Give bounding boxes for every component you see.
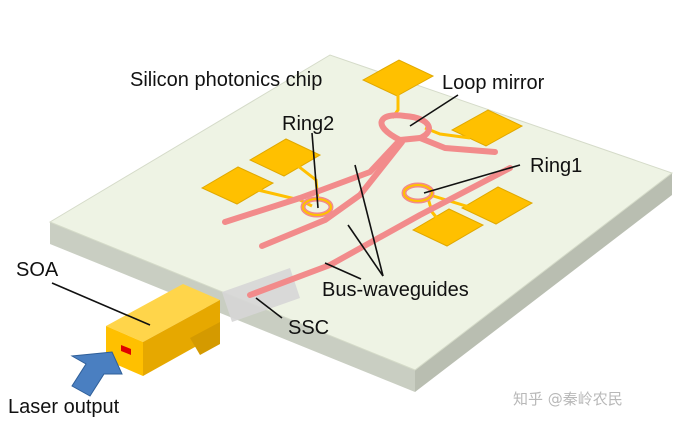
laser-window: [121, 345, 131, 355]
leader-ssc: [255, 297, 283, 319]
leader-loop-mirror: [409, 94, 459, 127]
waveguide-right-branch: [417, 135, 498, 155]
leader-lines: [51, 94, 521, 326]
soa-right-side: [143, 300, 220, 376]
ring1-heater: [403, 184, 433, 202]
waveguide-lower: [247, 165, 513, 298]
leader-ring1: [423, 164, 521, 194]
label-chip: Silicon photonics chip: [130, 69, 322, 91]
soa-block: [106, 284, 220, 376]
leader-bus-2: [347, 224, 384, 277]
watermark: 知乎 @秦岭农民: [513, 390, 623, 408]
trace-ring1-a: [429, 193, 479, 210]
pad-ring1-top: [460, 186, 534, 225]
pad-ring2-top: [248, 138, 322, 177]
label-ring1: Ring1: [530, 155, 582, 177]
loop-mirror-loop: [378, 112, 432, 143]
label-laser-output: Laser output: [8, 396, 120, 418]
chip-top-surface: [48, 54, 674, 371]
waveguides: [222, 112, 513, 298]
label-loop-mirror: Loop mirror: [442, 72, 545, 94]
leader-bus-1: [354, 164, 384, 277]
laser-output-arrow: [70, 351, 123, 397]
leader-ring2: [311, 132, 319, 209]
soa-support: [190, 322, 220, 355]
label-soa: SOA: [16, 259, 59, 281]
pad-loop-left: [361, 59, 435, 97]
chip-right-edge: [415, 173, 672, 392]
label-ssc: SSC: [288, 317, 329, 339]
label-ring2: Ring2: [282, 113, 334, 135]
soa-top: [106, 284, 220, 342]
waveguide-middle: [259, 139, 405, 249]
label-bus-waveguides: Bus-waveguides: [322, 279, 469, 301]
pad-ring2-left: [200, 166, 275, 205]
leader-soa: [51, 282, 151, 326]
waveguide-top: [222, 137, 403, 225]
leader-bus-3: [324, 262, 362, 280]
